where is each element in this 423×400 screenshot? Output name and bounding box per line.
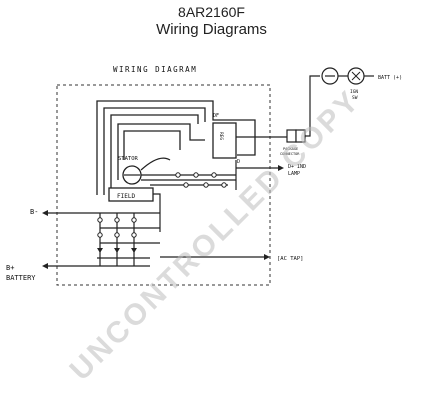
page-subtitle: Wiring Diagrams xyxy=(156,21,267,38)
title-block: 8AR2160F Wiring Diagrams xyxy=(0,4,423,39)
diagram-heading: WIRING DIAGRAM xyxy=(113,65,197,74)
b-minus-arrow xyxy=(42,210,48,216)
d-label: D xyxy=(237,159,240,165)
battery-label: BATTERY xyxy=(6,274,36,282)
stator-label: STATOR xyxy=(118,156,139,162)
field-lead xyxy=(153,193,161,232)
ign-label: IGN xyxy=(350,89,358,95)
part-number: 8AR2160F xyxy=(178,4,245,20)
diode-bridge xyxy=(97,212,160,267)
package-label-2: CONNECTOR xyxy=(280,152,300,156)
winding-loops xyxy=(96,100,256,195)
batt-label: BATT (+) xyxy=(378,75,402,81)
b-minus-label: B- xyxy=(30,208,38,216)
field-label: FIELD xyxy=(117,193,135,200)
ac-tap-label: [AC TAP] xyxy=(277,256,304,262)
diode-arrows xyxy=(97,248,137,253)
battery-arrow xyxy=(42,263,48,269)
d-ind-label-1: D+ IND xyxy=(288,164,306,170)
d-ind-arrow xyxy=(278,165,284,171)
regulator-label: REG xyxy=(218,132,224,140)
sw-label: SW xyxy=(352,95,358,101)
d-ind-label-2: LAMP xyxy=(288,171,300,177)
stator-leads xyxy=(140,157,237,190)
alternator-housing xyxy=(56,84,271,286)
b-plus-label: B+ xyxy=(6,264,14,272)
ac-tap-arrow xyxy=(264,254,270,260)
df-label: DF xyxy=(213,113,219,119)
lamp-filament-b xyxy=(351,71,361,81)
package-label-1: PACKAGE xyxy=(283,147,298,151)
regulator-box xyxy=(212,122,237,159)
diode-terminals xyxy=(97,217,137,238)
ignition-lead xyxy=(305,75,320,137)
stator-terminals xyxy=(175,172,227,188)
